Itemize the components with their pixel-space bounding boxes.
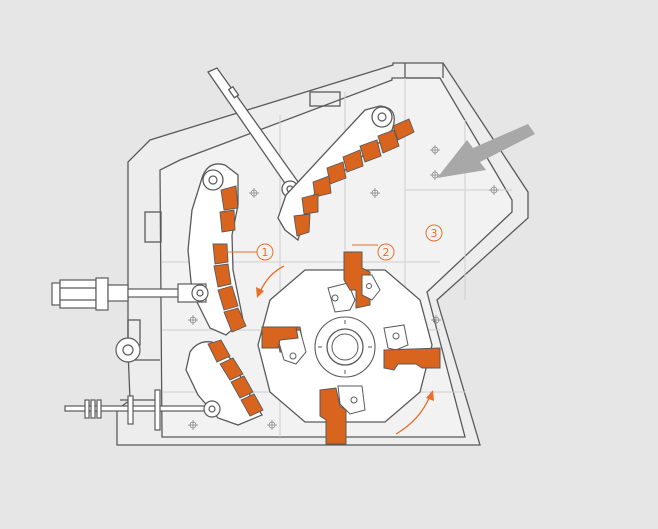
callout-3-label: 3 (431, 227, 438, 240)
blow-bar-top (327, 251, 381, 313)
callout-2-label: 2 (383, 246, 390, 259)
feed-arrow-icon (437, 124, 535, 178)
lower-impact-curtain (185, 339, 264, 426)
blow-bar-left (261, 326, 307, 365)
rotation-arrow-icon (256, 265, 434, 435)
callout-2: 2 (352, 243, 395, 261)
lower-curtain-wear-plates (207, 339, 264, 417)
callout-3: 3 (425, 224, 443, 242)
upper-impact-curtain (277, 105, 415, 242)
lower-spring-rod (64, 389, 221, 431)
callout-1: 1 (225, 243, 274, 261)
left-adjustment-assembly (51, 277, 209, 363)
callout-1-label: 1 (262, 246, 269, 259)
upper-curtain-wear-plates (293, 118, 415, 237)
left-curtain-wear-plates (212, 185, 247, 333)
blow-bar-right (383, 324, 441, 371)
blow-bar-bottom (319, 385, 366, 445)
